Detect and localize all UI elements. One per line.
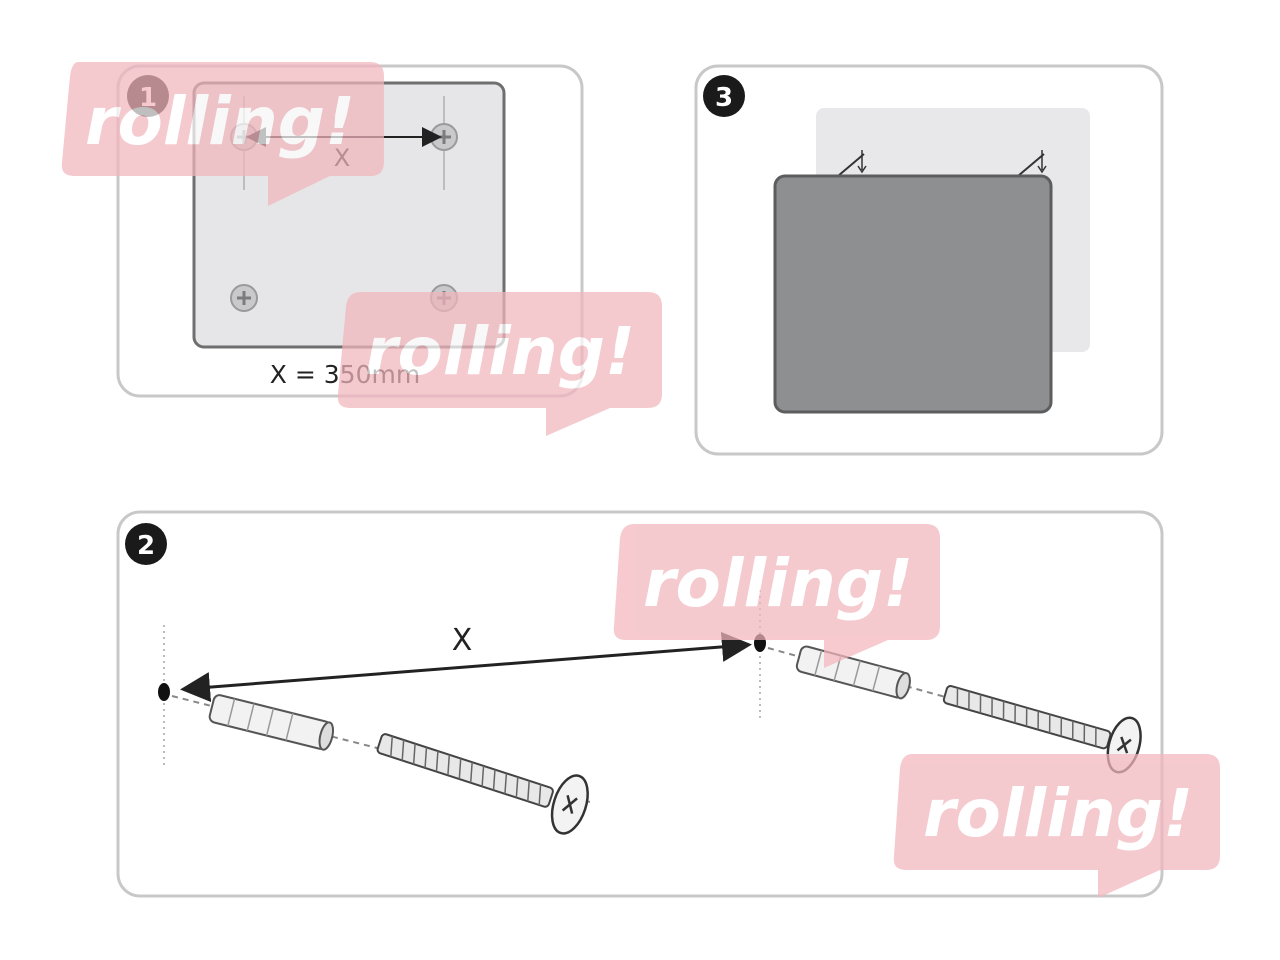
watermark-text: rolling! — [923, 775, 1193, 852]
step3-badge: 3 — [703, 75, 745, 117]
step3-number: 3 — [715, 83, 733, 113]
hook-icon — [837, 150, 867, 177]
rolling-watermark: rolling! — [893, 754, 1220, 898]
drill-hole-icon — [158, 683, 170, 701]
watermark-text: rolling! — [643, 545, 913, 622]
watermark-text: rolling! — [365, 313, 635, 390]
rolling-watermark: rolling! — [61, 62, 384, 206]
tv-screen — [773, 174, 1053, 414]
screw-icon — [376, 733, 589, 835]
hook-icon — [1017, 150, 1047, 177]
rolling-watermark: rolling! — [613, 524, 940, 668]
screw-hole-icon — [230, 284, 258, 312]
rolling-watermark: rolling! — [337, 292, 662, 436]
step2-number: 2 — [137, 531, 155, 561]
watermark-text: rolling! — [85, 83, 355, 160]
step2-badge: 2 — [125, 523, 167, 565]
step3-panel: 3 — [694, 64, 1164, 456]
x-distance-arrow — [180, 631, 752, 703]
wall-plug-icon — [208, 694, 335, 751]
x-distance-label: X — [452, 623, 473, 658]
